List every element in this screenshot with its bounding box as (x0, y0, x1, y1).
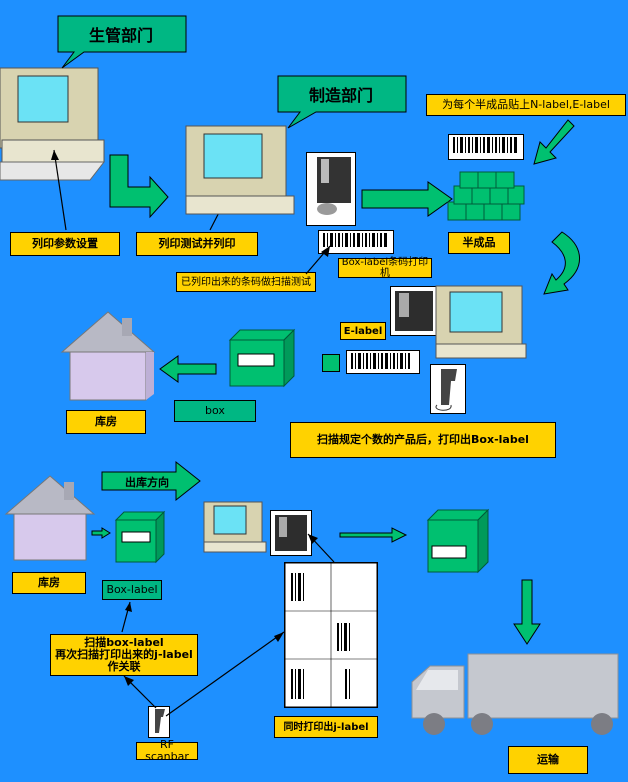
box-label-tag: Box-label (102, 580, 162, 600)
rf-scanner-image (148, 706, 170, 738)
barcode-image (346, 350, 420, 374)
green-arrow-right (361, 181, 453, 217)
computer-icon (0, 60, 110, 181)
arrow-rf-to-instruction (123, 675, 157, 709)
transport-label: 运输 (508, 746, 588, 774)
box-label-printer-label: Box-label条码打印机 (338, 257, 432, 279)
rf-scanbar-label: RF scanbar (136, 738, 198, 763)
print-test-button: 列印测试并列印 (136, 232, 258, 256)
green-arrow-left (159, 355, 217, 383)
arrow-to-box (91, 527, 111, 539)
j-label-image (284, 562, 378, 708)
semi-finished-label-note: 为每个半成品贴上N-label,E-label (426, 94, 626, 116)
semi-finished-stack (446, 171, 526, 222)
print-params-button: 列印参数设置 (10, 232, 120, 256)
computer-icon (185, 125, 296, 216)
printer-image (270, 510, 312, 556)
arrow-jlabel-to-printer (307, 533, 335, 563)
arrow-rf-to-jlabel (165, 631, 285, 717)
production-dept-label: 生管部门 (88, 26, 153, 45)
warehouse-label: 库房 (66, 410, 146, 434)
scan-print-note: 扫描规定个数的产品后，打印出Box-label (290, 422, 556, 458)
arrow-scan-to-boxlabel (121, 601, 132, 633)
computer-icon (203, 501, 272, 554)
green-arrow-bent (109, 154, 169, 219)
box-label: box (174, 400, 256, 422)
green-arrow-down-left (533, 119, 575, 165)
arrow-to-box-outbound (339, 527, 408, 543)
manufacturing-dept-callout: 制造部门 (276, 75, 407, 129)
printer-image (390, 286, 438, 336)
scanner-image (430, 364, 466, 414)
printer-scanner-image (306, 152, 356, 226)
production-dept-callout: 生管部门 (56, 15, 187, 69)
arrow-scan-test (305, 245, 331, 275)
box-icon (228, 328, 296, 388)
warehouse-label: 库房 (12, 572, 86, 594)
arrow-print-params (51, 149, 67, 231)
manufacturing-dept-label: 制造部门 (308, 86, 373, 105)
box-icon (426, 508, 490, 574)
barcode-image (448, 134, 524, 160)
arrow-down-to-truck (513, 579, 541, 645)
warehouse-icon (60, 311, 156, 404)
j-label-print-label: 同时打印出j-label (274, 716, 378, 738)
e-label-label: E-label (340, 322, 386, 340)
green-arrow-curved (543, 231, 580, 295)
outbound-arrow (101, 460, 201, 502)
box-icon (114, 510, 166, 564)
barcode-image (318, 230, 394, 254)
scan-instruction-label: 扫描box-label 再次扫描打印出来的j-label 作关联 (50, 634, 198, 676)
scan-instruction-text: 扫描box-label 再次扫描打印出来的j-label 作关联 (55, 635, 193, 674)
computer-icon (435, 285, 527, 360)
barcode-scan-test-label: 已列印出来的条码做扫描测试 (176, 272, 316, 292)
truck-icon (411, 653, 622, 738)
warehouse-icon (4, 475, 96, 564)
small-box-icon (322, 354, 340, 372)
semi-finished-label: 半成品 (448, 232, 510, 254)
outbound-label: 出库方向 (125, 476, 169, 489)
